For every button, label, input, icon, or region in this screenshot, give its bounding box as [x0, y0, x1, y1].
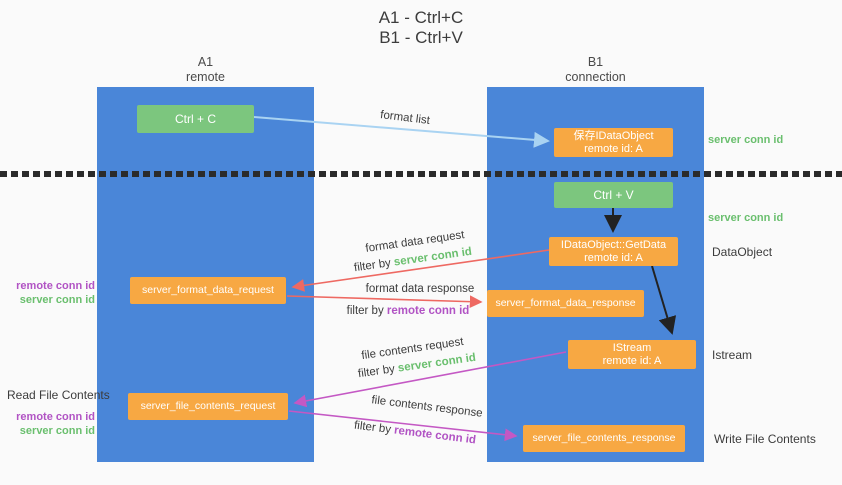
filter-by-text: filter by	[357, 362, 399, 381]
save-idataobject-line2: remote id: A	[584, 142, 643, 155]
node-save-idataobject[interactable]: 保存IDataObject remote id: A	[554, 128, 673, 157]
lane-a1-subtitle: remote	[186, 70, 225, 84]
label-remote-conn-id-left-1: remote conn id	[16, 280, 95, 292]
label-istream-side: Istream	[712, 348, 753, 362]
label-filter-by-remote-conn-id-1: filter by remote conn id	[338, 305, 478, 317]
lane-b1-name: B1	[587, 55, 604, 69]
conn-id-group-bottom: remote conn id server conn id	[10, 410, 95, 438]
node-server-format-data-response[interactable]: server_format_data_response	[487, 290, 644, 317]
node-ctrl-v[interactable]: Ctrl + V	[554, 182, 673, 208]
file-request-label: server_file_contents_request	[140, 400, 276, 412]
ctrl-c-label: Ctrl + C	[174, 111, 216, 126]
label-server-conn-id-right-1: server conn id	[708, 134, 784, 146]
label-dataobject: DataObject	[712, 245, 773, 259]
file-response-label: server_file_contents_response	[532, 432, 676, 444]
node-server-file-contents-request[interactable]: server_file_contents_request	[128, 393, 288, 420]
title-line-b1: B1 - Ctrl+V	[379, 28, 463, 47]
istream-line2: remote id: A	[602, 354, 662, 367]
lane-header-a1: A1 remote	[97, 55, 314, 85]
format-request-label: server_format_data_request	[142, 284, 274, 296]
ctrl-v-label: Ctrl + V	[593, 187, 634, 202]
title-line-a1: A1 - Ctrl+C	[378, 8, 464, 27]
node-server-format-data-request[interactable]: server_format_data_request	[130, 277, 286, 304]
label-server-conn-id-left-1: server conn id	[19, 294, 95, 306]
lane-header-b1: B1 connection	[487, 55, 704, 85]
label-filter-by-remote-conn-id-2: filter by remote conn id	[345, 419, 485, 448]
format-response-label: server_format_data_response	[495, 297, 636, 309]
diagram-title: A1 - Ctrl+C B1 - Ctrl+V	[0, 8, 842, 48]
label-read-file-contents: Read File Contents	[7, 388, 110, 402]
getdata-line2: remote id: A	[584, 251, 643, 264]
filter-by-text: filter by	[353, 256, 395, 275]
lane-b1-subtitle: connection	[565, 70, 626, 84]
remote-conn-id-text: remote conn id	[393, 424, 477, 447]
label-file-contents-response: file contents response	[370, 394, 484, 420]
node-ctrl-c[interactable]: Ctrl + C	[137, 105, 254, 133]
filter-by-text: filter by	[346, 305, 387, 317]
save-idataobject-line1: 保存IDataObject	[573, 129, 654, 142]
arrow-format-data-response	[286, 295, 483, 309]
label-format-data-response: format data response	[365, 283, 475, 295]
label-remote-conn-id-left-2: remote conn id	[16, 411, 95, 423]
filter-by-text: filter by	[353, 419, 395, 437]
conn-id-group-top: remote conn id server conn id	[10, 279, 95, 307]
node-istream[interactable]: IStream remote id: A	[568, 340, 696, 369]
label-server-conn-id-left-2: server conn id	[19, 425, 95, 437]
remote-conn-id-text: remote conn id	[386, 305, 470, 317]
getdata-line1: IDataObject::GetData	[560, 238, 667, 251]
label-format-list: format list	[379, 109, 431, 127]
istream-line1: IStream	[612, 341, 652, 354]
lane-a1-name: A1	[197, 55, 214, 69]
node-idataobject-getdata[interactable]: IDataObject::GetData remote id: A	[549, 237, 678, 266]
label-write-file-contents: Write File Contents	[714, 432, 816, 446]
label-server-conn-id-right-2: server conn id	[708, 212, 784, 224]
node-server-file-contents-response[interactable]: server_file_contents_response	[523, 425, 685, 452]
copy-paste-separator-line	[0, 171, 842, 177]
